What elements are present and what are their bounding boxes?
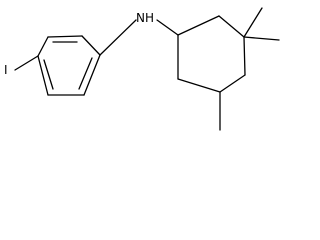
methyl-bond-upper bbox=[243, 7, 263, 38]
amine-label: NH bbox=[136, 11, 154, 25]
methyl-bond-right bbox=[243, 36, 280, 41]
bond-amine-to-cyclohexane bbox=[156, 19, 179, 36]
iodine-label: I bbox=[4, 63, 8, 77]
chemical-structure-diagram: I NH bbox=[4, 7, 280, 131]
bond-iodine-to-ring bbox=[14, 55, 39, 71]
bond-ring-to-amine bbox=[99, 19, 137, 56]
benzene-ring bbox=[37, 35, 101, 96]
cyclohexane-ring bbox=[177, 15, 246, 93]
